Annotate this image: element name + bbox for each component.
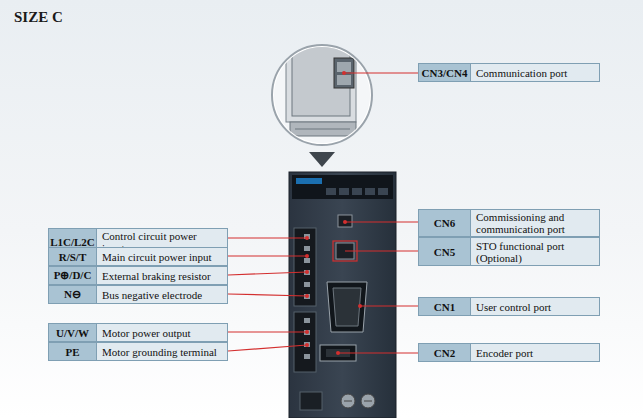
motor-terminal-block bbox=[294, 312, 316, 372]
callout-box: CN3/CN4Communication port bbox=[418, 63, 600, 82]
port-description: Commissioning and communication port bbox=[471, 210, 599, 236]
port-code: CN5 bbox=[419, 238, 471, 265]
port-code: CN3/CN4 bbox=[419, 64, 471, 81]
port-description: Main circuit power input bbox=[97, 248, 227, 265]
drive-body bbox=[289, 172, 396, 418]
port-description: STO functional port (Optional) bbox=[471, 238, 599, 265]
cn6-connector bbox=[338, 215, 352, 227]
port-description: Communication port bbox=[471, 64, 599, 81]
callout-box: R/S/TMain circuit power input bbox=[48, 247, 228, 266]
port-code: P⊕/D/C bbox=[49, 267, 97, 284]
port-description: Motor power output bbox=[97, 324, 227, 341]
port-description: Motor grounding terminal bbox=[97, 343, 227, 360]
power-terminal-block bbox=[294, 228, 316, 306]
port-description: Bus negative electrode bbox=[97, 286, 227, 303]
callout-box: CN6Commissioning and communication port bbox=[418, 209, 600, 237]
callout-box: PEMotor grounding terminal bbox=[48, 342, 228, 361]
port-description: User control port bbox=[471, 298, 599, 315]
port-description: External braking resistor bbox=[97, 267, 227, 284]
callout-box: U/V/WMotor power output bbox=[48, 323, 228, 342]
port-code: R/S/T bbox=[49, 248, 97, 265]
callout-box: P⊕/D/CExternal braking resistor bbox=[48, 266, 228, 285]
port-code: N⊖ bbox=[49, 286, 97, 303]
port-code: U/V/W bbox=[49, 324, 97, 341]
title: SIZE C bbox=[14, 9, 63, 26]
cn1-connector bbox=[327, 282, 367, 332]
callout-box: CN2Encoder port bbox=[418, 343, 600, 362]
display-panel bbox=[292, 175, 393, 199]
callout-box: CN1User control port bbox=[418, 297, 600, 316]
leader-lines bbox=[228, 73, 418, 353]
callout-box: N⊖Bus negative electrode bbox=[48, 285, 228, 304]
port-code: CN2 bbox=[419, 344, 471, 361]
port-description: Encoder port bbox=[471, 344, 599, 361]
port-code: PE bbox=[49, 343, 97, 360]
port-code: CN1 bbox=[419, 298, 471, 315]
zoom-detail bbox=[270, 40, 374, 150]
pointer-triangle bbox=[309, 152, 335, 167]
port-code: CN6 bbox=[419, 210, 471, 236]
callout-box: CN5STO functional port (Optional) bbox=[418, 237, 600, 266]
